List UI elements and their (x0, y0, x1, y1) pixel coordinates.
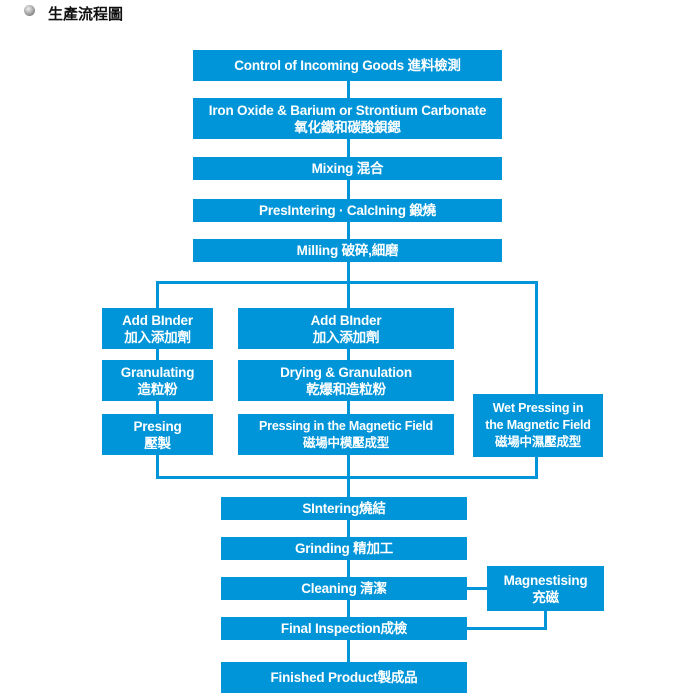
step-label: Cleaning 清潔 (301, 581, 387, 596)
connector-from-magnetising-v (544, 610, 547, 630)
step-label: PresIntering · CalcIning 鍛燒 (259, 203, 436, 218)
step-wet-pressing: Wet Pressing in the Magnetic Field 磁場中濕壓成型 (473, 394, 603, 457)
step-grinding: Grinding 精加工 (221, 537, 467, 560)
step-raw-materials: Iron Oxide & Barium or Strontium Carbona… (193, 98, 502, 139)
connector-right-branch (535, 281, 538, 479)
step-sintering: SIntering燒結 (221, 497, 467, 520)
step-label-2: the Magnetic Field (485, 418, 591, 432)
step-label: Wet Pressing in (492, 401, 584, 415)
step-label-zh: 磁場中模壓成型 (302, 435, 390, 450)
step-label: Add BInder (310, 312, 382, 328)
step-finished-product: Finished Product製成品 (221, 662, 467, 693)
connector-main-top (347, 80, 350, 284)
page-title: 生產流程圖 (48, 6, 124, 23)
step-label: Grinding 精加工 (294, 541, 394, 556)
step-label-zh: 磁場中濕壓成型 (494, 435, 582, 449)
step-pressing-magnetic-field: Pressing in the Magnetic Field 磁場中模壓成型 (238, 414, 454, 455)
step-label: Iron Oxide & Barium or Strontium Carbona… (208, 102, 487, 118)
step-label-zh: 氧化鐵和碳酸鋇鍶 (294, 119, 401, 135)
step-label-zh: 造粒粉 (137, 381, 178, 397)
connector-main-bottom (347, 476, 350, 666)
step-final-inspection: Final Inspection成檢 (221, 617, 467, 640)
bullet-icon (24, 5, 35, 16)
step-label: Add BInder (122, 312, 193, 328)
connector-from-magnetising-h (466, 627, 547, 630)
step-label-zh: 加入添加劑 (124, 329, 191, 345)
step-milling: Milling 破碎,細磨 (193, 239, 502, 262)
step-label-zh: 充磁 (532, 589, 559, 605)
step-label: Granulating (120, 364, 195, 380)
step-label: Presing (133, 418, 182, 434)
step-label: Pressing in the Magnetic Field (259, 418, 433, 433)
step-label: Milling 破碎,細磨 (296, 243, 399, 258)
step-calcining: PresIntering · CalcIning 鍛燒 (193, 199, 502, 222)
step-mixing: Mixing 混合 (193, 157, 502, 180)
step-label: Mixing 混合 (311, 161, 384, 176)
step-label: Final Inspection成檢 (280, 621, 408, 636)
step-label: SIntering燒結 (302, 501, 386, 516)
connector-to-magnetising (466, 587, 488, 590)
step-label-zh: 乾爆和造粒粉 (306, 381, 386, 397)
step-cleaning: Cleaning 清潔 (221, 577, 467, 600)
step-label-zh: 壓製 (144, 435, 171, 451)
step-label: Finished Product製成品 (270, 670, 418, 685)
step-incoming-goods: Control of Incoming Goods 進料檢測 (193, 50, 502, 81)
step-label-zh: 加入添加劑 (312, 329, 380, 345)
step-label: Magnestising (503, 572, 588, 588)
step-label: Drying & Granulation (280, 364, 412, 380)
step-label: Control of Incoming Goods 進料檢測 (234, 58, 461, 73)
